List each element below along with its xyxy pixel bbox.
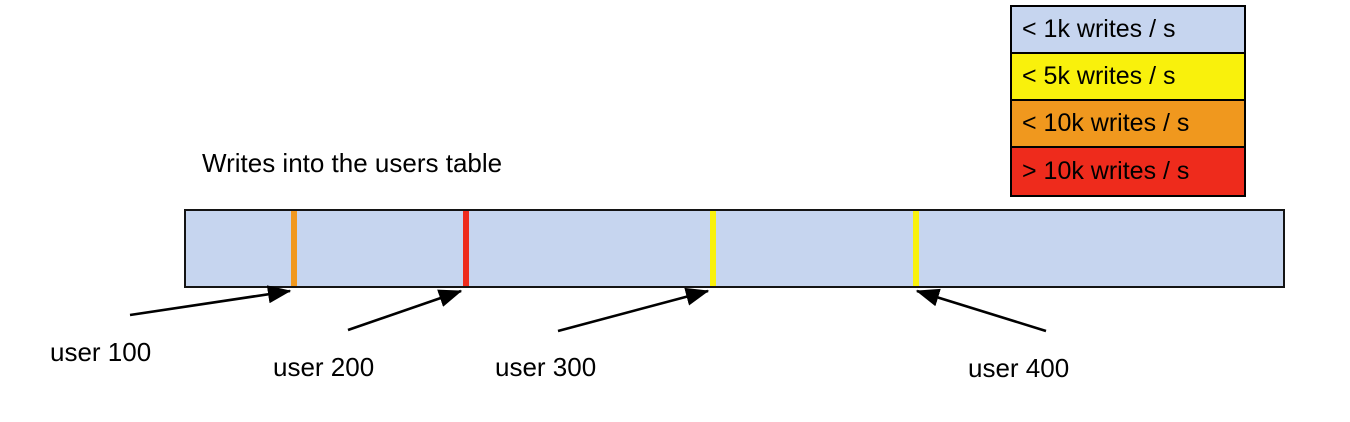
user-300-stripe <box>710 211 716 286</box>
legend-item-label: < 1k writes / s <box>1022 15 1176 43</box>
user-200-label: user 200 <box>273 352 375 382</box>
legend-item-under-10k: < 10k writes / s <box>1012 101 1244 148</box>
user-400-stripe <box>913 211 919 286</box>
legend-item-over-10k: > 10k writes / s <box>1012 148 1244 195</box>
users-table-keyspace-bar <box>184 209 1285 288</box>
chart-title: Writes into the users table <box>202 148 503 178</box>
legend: < 1k writes / s < 5k writes / s < 10k wr… <box>1010 5 1246 197</box>
legend-item-label: > 10k writes / s <box>1022 157 1190 185</box>
user-400-arrow <box>915 288 1047 333</box>
user-100-label: user 100 <box>50 337 152 367</box>
legend-item-label: < 10k writes / s <box>1022 109 1190 137</box>
legend-item-label: < 5k writes / s <box>1022 62 1176 90</box>
user-400-label: user 400 <box>968 353 1070 383</box>
user-200-arrow <box>347 289 463 332</box>
legend-item-under-5k: < 5k writes / s <box>1012 54 1244 101</box>
user-300-arrow <box>557 287 710 333</box>
legend-item-under-1k: < 1k writes / s <box>1012 7 1244 54</box>
user-100-stripe <box>291 211 297 286</box>
user-300-label: user 300 <box>495 352 597 382</box>
user-100-arrow <box>129 285 292 317</box>
user-200-stripe <box>463 211 469 286</box>
